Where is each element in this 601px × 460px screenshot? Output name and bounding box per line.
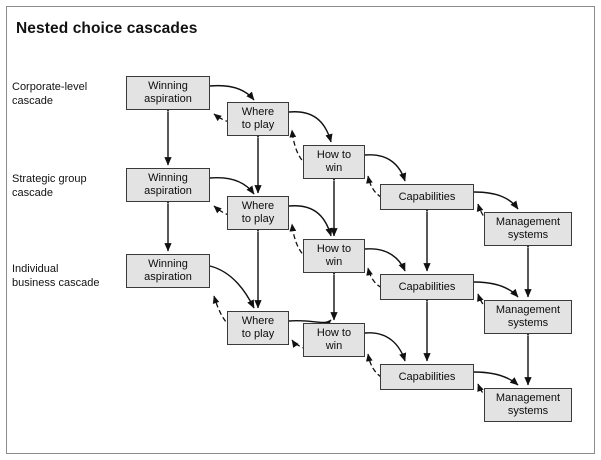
- row-label-strategic-group: Strategic group cascade: [12, 173, 87, 199]
- node-winning-aspiration-individual-business[interactable]: Winning aspiration: [126, 254, 210, 288]
- node-management-systems-corporate[interactable]: Management systems: [484, 212, 572, 246]
- node-winning-aspiration-strategic-group[interactable]: Winning aspiration: [126, 168, 210, 202]
- row-label-individual-business: Individual business cascade: [12, 263, 100, 289]
- page-title: Nested choice cascades: [16, 20, 198, 37]
- node-winning-aspiration-corporate[interactable]: Winning aspiration: [126, 76, 210, 110]
- row-label-corporate: Corporate-level cascade: [12, 81, 88, 107]
- node-management-systems-individual-business[interactable]: Management systems: [484, 388, 572, 422]
- node-how-to-win-strategic-group[interactable]: How to win: [303, 239, 365, 273]
- node-how-to-win-corporate[interactable]: How to win: [303, 145, 365, 179]
- node-capabilities-strategic-group[interactable]: Capabilities: [380, 274, 474, 300]
- node-where-to-play-individual-business[interactable]: Where to play: [227, 311, 289, 345]
- node-capabilities-individual-business[interactable]: Capabilities: [380, 364, 474, 390]
- node-capabilities-corporate[interactable]: Capabilities: [380, 184, 474, 210]
- node-where-to-play-corporate[interactable]: Where to play: [227, 102, 289, 136]
- node-management-systems-strategic-group[interactable]: Management systems: [484, 300, 572, 334]
- node-where-to-play-strategic-group[interactable]: Where to play: [227, 196, 289, 230]
- node-how-to-win-individual-business[interactable]: How to win: [303, 323, 365, 357]
